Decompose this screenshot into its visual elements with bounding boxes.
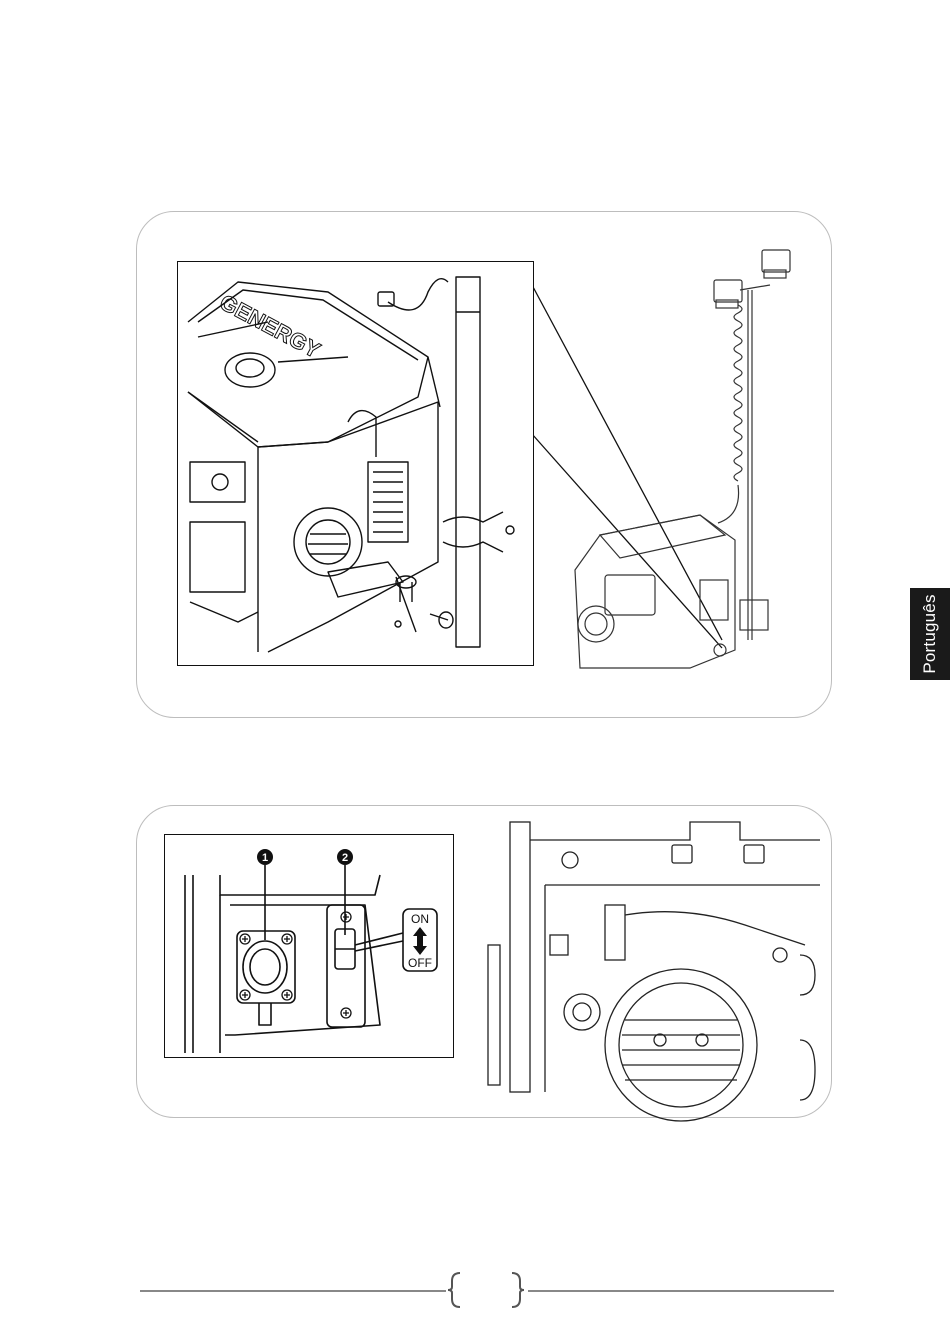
language-side-tab: Português [910,588,950,680]
callout-1-label: 1 [262,852,268,864]
callout-2-label: 2 [342,852,348,864]
detail-view-socket-switch: 1 2 ON OFF [164,834,454,1058]
footer-rule-right [528,1290,834,1292]
up-down-arrow-icon [413,927,427,955]
switch-on-label: ON [411,912,429,926]
socket-switch-detail-drawing: 1 2 ON OFF [165,835,453,1057]
footer-rule-left [140,1290,446,1292]
switch-off-label: OFF [408,956,432,970]
language-label: Português [920,594,940,673]
